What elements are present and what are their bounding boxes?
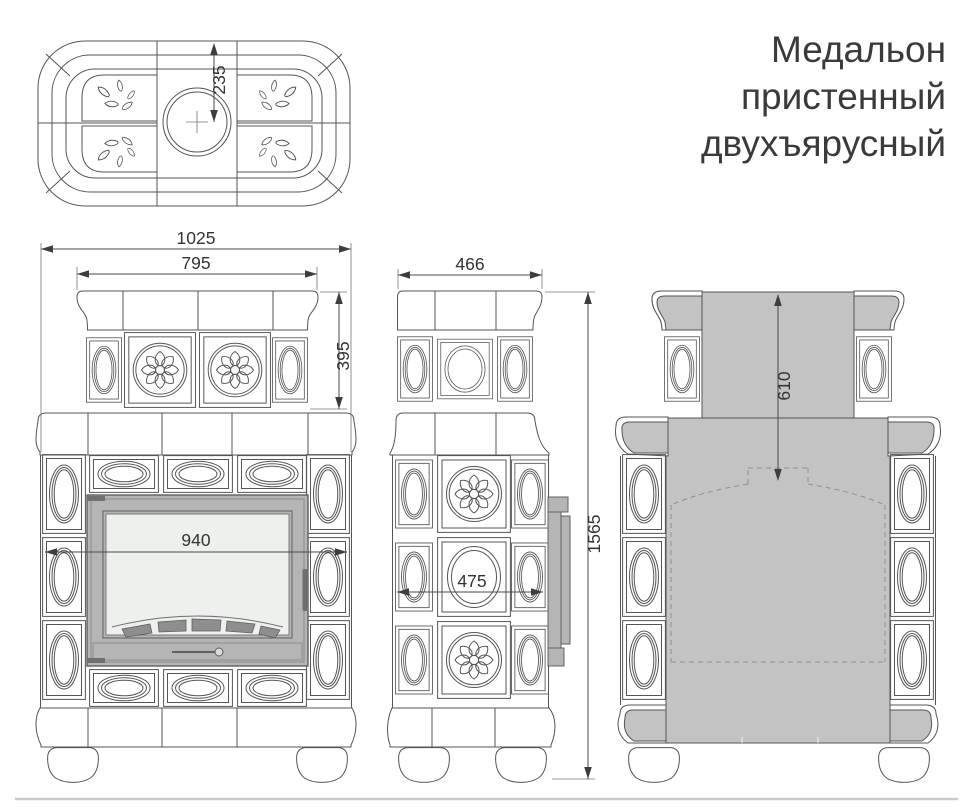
title-line-1: Медальон [770, 29, 946, 70]
dim-depth: 466 [397, 254, 543, 289]
plan-view: 235 [37, 40, 351, 207]
side-foot-front [398, 747, 450, 783]
rear-left-moldings [615, 290, 704, 744]
front-view [35, 290, 357, 783]
dim-upper-width: 795 [76, 253, 318, 290]
dim-overall-height: 1565 [545, 291, 604, 780]
title-line-2: пристенный [740, 76, 946, 117]
dim-label-1025: 1025 [177, 228, 216, 248]
firebox-door [86, 494, 309, 667]
plan-panel-bottom-right [236, 125, 313, 173]
side-plinth [387, 707, 556, 748]
dim-upper-height: 395 [310, 291, 353, 410]
rear-foot-left [628, 747, 680, 783]
dim-label-475: 475 [457, 571, 486, 591]
title-line-3: двухъярусный [700, 123, 946, 164]
door-vents [121, 618, 281, 639]
plan-panel-top-right [236, 74, 313, 122]
door-hinge-bottom [87, 658, 105, 663]
ash-slider-knob [214, 647, 224, 657]
plan-panel-bottom-left [81, 125, 158, 173]
dim-label-395: 395 [333, 341, 353, 370]
rear-view: 610 [615, 290, 941, 783]
door-grille-arch [111, 615, 284, 628]
dim-label-610: 610 [774, 371, 794, 400]
front-foot-left [47, 747, 99, 783]
dim-overall-width: 1025 [40, 228, 352, 452]
front-plinth [35, 707, 357, 748]
dim-lower-depth: 475 [397, 571, 543, 596]
side-waist-molding [389, 412, 550, 456]
front-foot-right [296, 747, 348, 783]
dim-label-940: 940 [181, 530, 210, 550]
door-glass [105, 513, 290, 636]
side-view [387, 290, 571, 783]
dim-label-1565: 1565 [584, 515, 604, 554]
rear-right-moldings [853, 290, 941, 744]
side-door-profile [547, 496, 571, 667]
plan-panel-top-left [81, 74, 158, 122]
dim-firebox-width: 940 [45, 530, 347, 556]
front-upper-cornice [76, 290, 319, 331]
dimensions: 1025 795 395 [40, 228, 604, 780]
rear-foot-right [878, 747, 930, 783]
flue-pipe [162, 87, 232, 157]
dim-upper-rear-height: 610 [774, 294, 794, 481]
door-hinge-top [87, 496, 105, 501]
dim-label-235: 235 [209, 65, 229, 94]
drawing-title: Медальон пристенный двухъярусный [701, 26, 946, 167]
door-handle [302, 569, 308, 611]
dim-label-795: 795 [181, 253, 210, 273]
side-upper-cornice [397, 290, 543, 331]
dim-label-466: 466 [455, 254, 484, 274]
side-foot-rear [495, 747, 547, 783]
dim-flue-offset: 235 [209, 43, 229, 122]
